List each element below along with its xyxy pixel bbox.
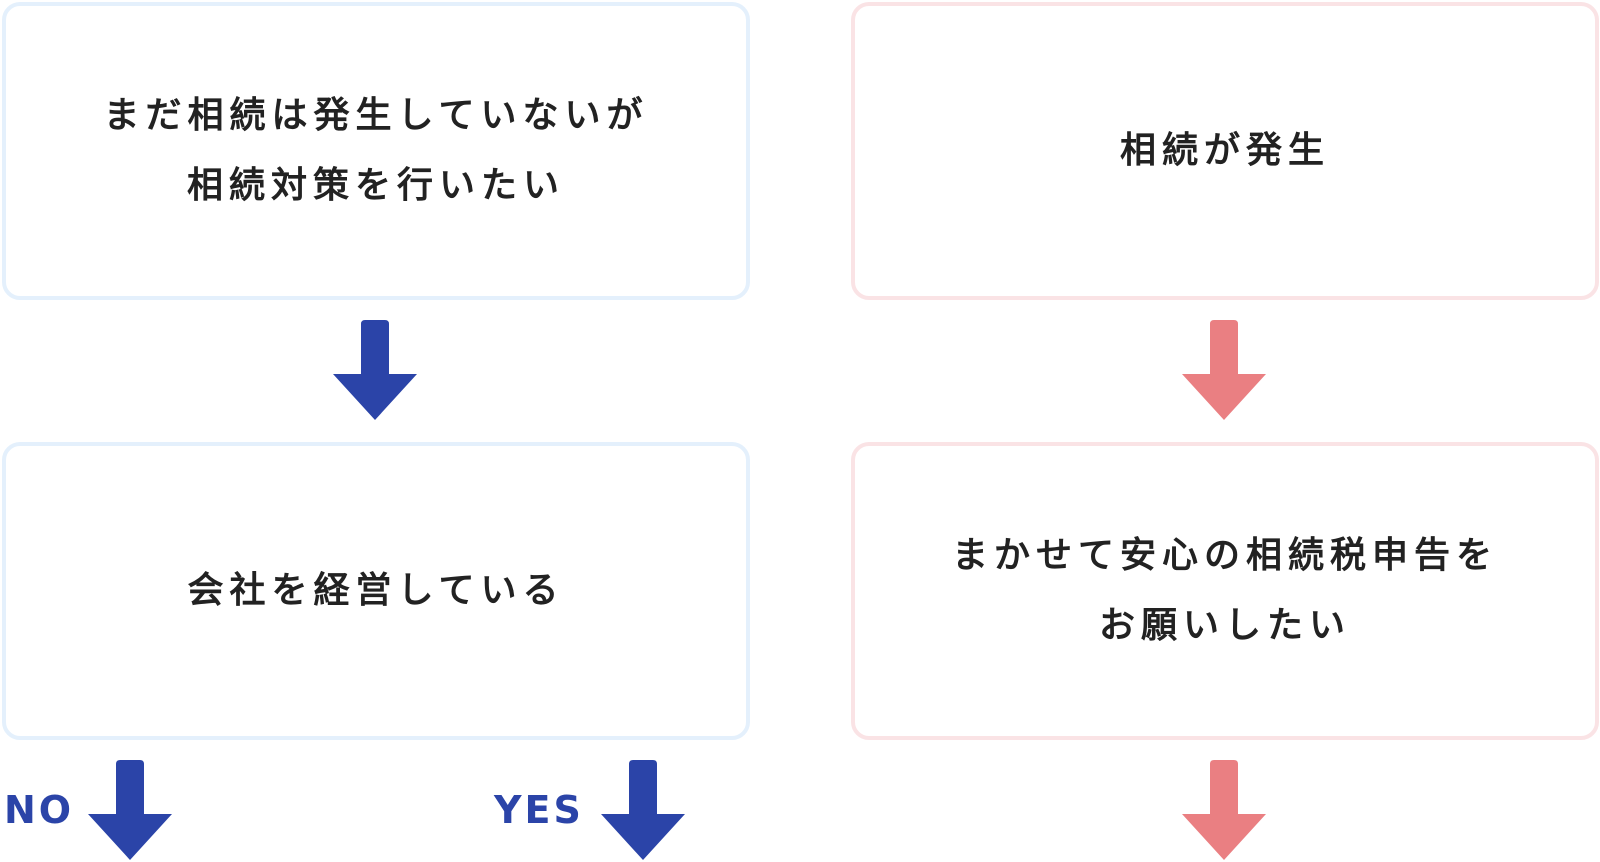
flow-box-tax-filing-request: まかせて安心の相続税申告を お願いしたい [851,442,1599,740]
flow-box-pre-inheritance-text: まだ相続は発生していないが 相続対策を行いたい [104,81,649,221]
branch-label-no: NO [4,788,75,832]
flow-box-tax-filing-request-text: まかせて安心の相続税申告を お願いしたい [952,521,1498,661]
flow-box-pre-inheritance: まだ相続は発生していないが 相続対策を行いたい [2,2,750,300]
arrow-down-icon [1182,760,1266,860]
flow-box-inheritance-occurred-text: 相続が発生 [1120,116,1330,186]
branch-label-yes: YES [494,788,584,832]
text-line: 相続対策を行いたい [186,165,565,206]
arrow-down-icon [1182,320,1266,420]
flow-box-running-company-text: 会社を経営している [188,556,565,626]
arrow-down-icon [333,320,417,420]
flow-box-inheritance-occurred: 相続が発生 [851,2,1599,300]
arrow-down-icon [601,760,685,860]
text-line: お願いしたい [1098,605,1351,646]
text-line: 会社を経営している [187,570,565,611]
flow-box-running-company: 会社を経営している [2,442,750,740]
arrow-down-icon [88,760,172,860]
text-line: 相続が発生 [1119,130,1330,171]
text-line: まかせて安心の相続税申告を [951,535,1498,576]
text-line: まだ相続は発生していないが [103,95,649,136]
